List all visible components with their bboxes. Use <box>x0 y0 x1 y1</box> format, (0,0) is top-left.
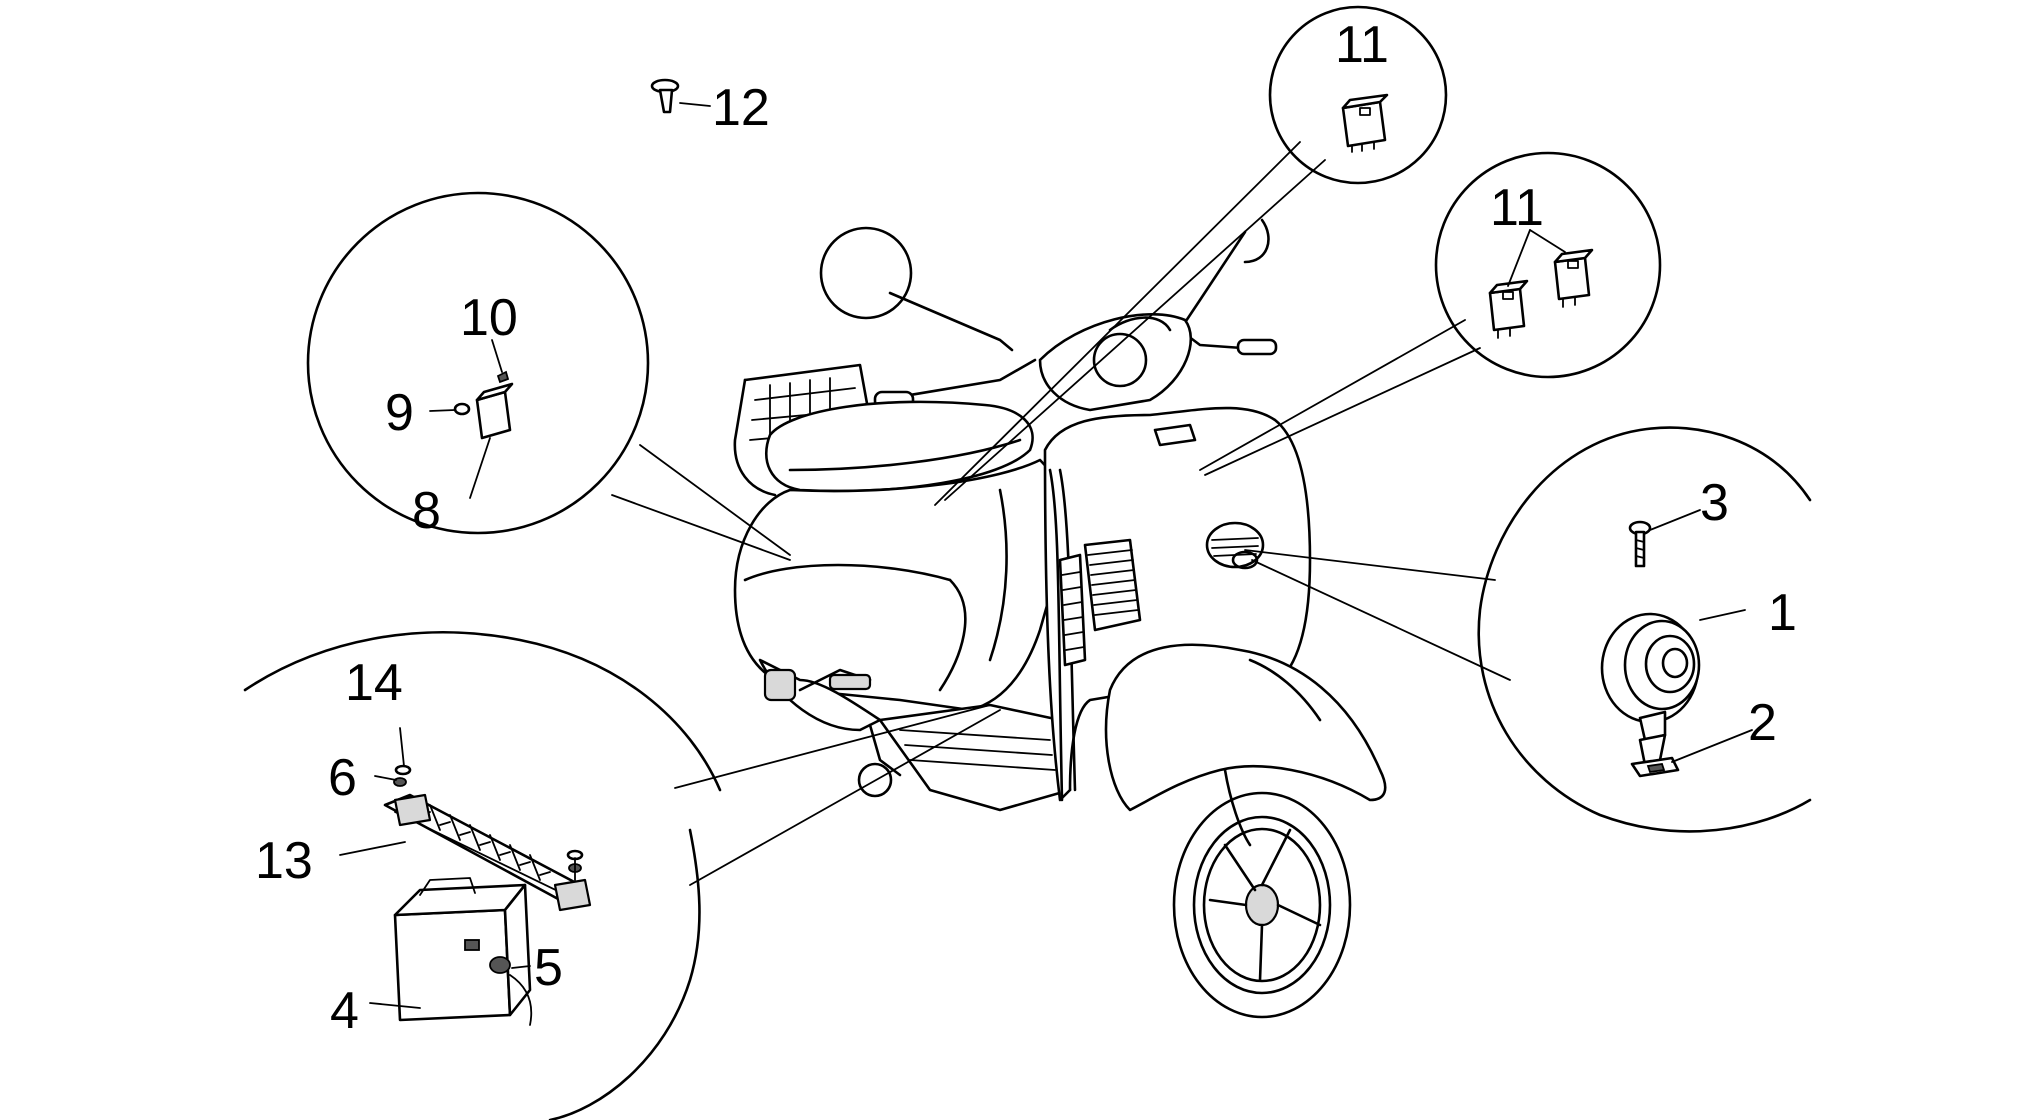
detail-circle-relay-top <box>1268 5 1448 185</box>
detail-circle-relays-right <box>1434 151 1662 379</box>
part-number-12: 12 <box>712 79 770 137</box>
part-number-11-right: 11 <box>1490 179 1544 237</box>
part-number-14: 14 <box>345 654 403 712</box>
part-number-4: 4 <box>330 982 359 1040</box>
part-number-11-top: 11 <box>1335 16 1389 74</box>
fuse-box-icon <box>429 339 514 499</box>
leader-lines <box>611 141 1511 886</box>
horn-icon <box>1600 509 1753 778</box>
part-number-3: 3 <box>1700 474 1729 532</box>
detail-circle-horn <box>1477 426 1812 833</box>
part-number-13: 13 <box>255 832 313 890</box>
part-number-10: 10 <box>460 289 518 347</box>
relay-icon <box>1488 229 1594 339</box>
part-callouts: 1 2 3 4 5 6 8 9 10 11 11 12 13 14 <box>255 16 1797 1040</box>
scooter-icon <box>733 218 1387 1019</box>
part-number-2: 2 <box>1748 694 1777 752</box>
part-number-9: 9 <box>385 384 414 442</box>
part-number-8: 8 <box>412 482 441 540</box>
part-number-5: 5 <box>534 939 563 997</box>
part-number-6: 6 <box>328 749 357 807</box>
detail-circle-fuse-box <box>306 191 650 535</box>
part-number-1: 1 <box>1768 584 1797 642</box>
detail-circle-battery <box>243 631 722 1120</box>
relay-icon <box>1341 93 1389 153</box>
battery-icon <box>339 727 592 1026</box>
clip-icon <box>650 78 711 114</box>
